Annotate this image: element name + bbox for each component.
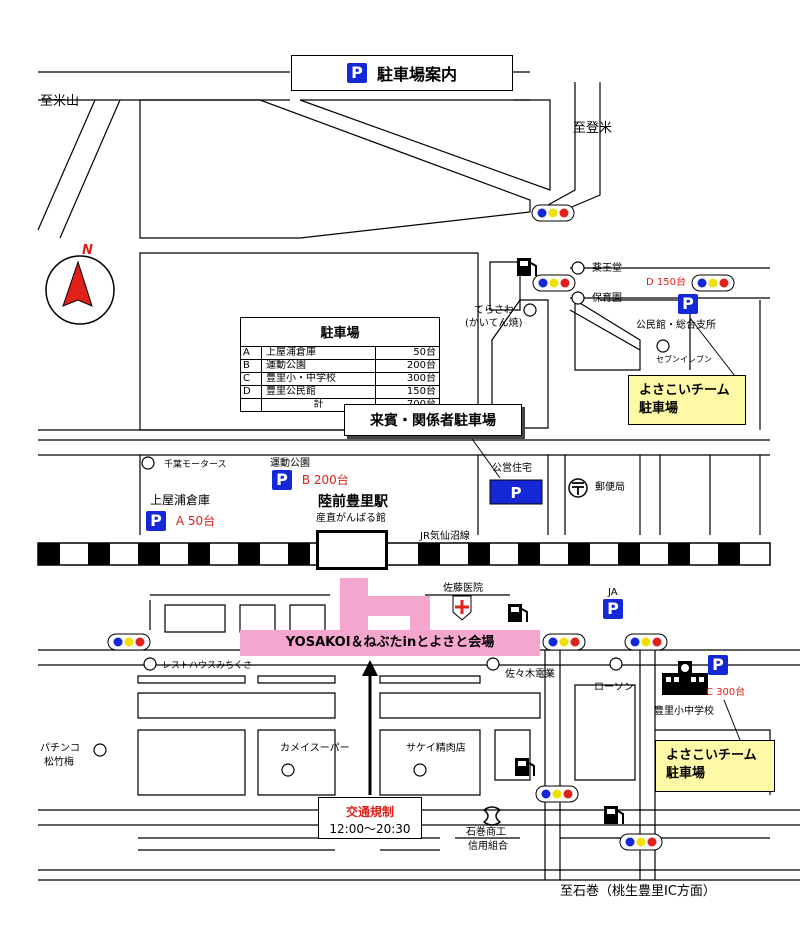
place-shokoshinyo: 石巻商工 xyxy=(466,827,506,838)
direction-yoneyama: 至米山 xyxy=(40,94,80,109)
parking-table-header: 駐車場 xyxy=(241,318,439,347)
block xyxy=(289,604,326,633)
parking-lot-b: P B 200台 xyxy=(272,470,349,490)
block xyxy=(574,684,636,781)
block xyxy=(164,604,226,633)
direction-ishinomaki: 至石巻（桃生豊里IC方面） xyxy=(560,884,716,899)
guest-parking-lot xyxy=(489,479,543,505)
guest-parking-label: 来賓・関係者駐車場 xyxy=(344,404,522,436)
gas-station-icon xyxy=(517,258,537,276)
credit-union-icon xyxy=(482,806,502,826)
venue-area xyxy=(240,578,540,656)
compass-icon xyxy=(45,255,115,325)
block xyxy=(137,729,246,796)
parking-icon: P xyxy=(146,511,166,531)
place-terasawa: てらさわ xyxy=(474,305,514,316)
place-yakuodo: 薬王堂 xyxy=(592,263,622,274)
parking-icon: P xyxy=(346,63,367,83)
place-rest-house: レストハウスみちくさ xyxy=(162,661,253,671)
place-terasawa-sub: (かいてん焼) xyxy=(465,318,523,329)
parking-summary-table: 駐車場 A 上屋浦倉庫 50台 B 運動公園 200台 C 豊里小・中学校 30… xyxy=(240,317,440,412)
place-chiba-motors: 千葉モータース xyxy=(164,460,227,470)
traffic-light-icon xyxy=(532,274,576,292)
traffic-arrow xyxy=(362,660,378,795)
block xyxy=(569,309,641,351)
block xyxy=(257,675,336,684)
block xyxy=(489,261,521,311)
parking-lot-c: P xyxy=(708,655,728,675)
traffic-light-icon xyxy=(624,633,668,651)
yosakoi-parking-north: よさこいチーム 駐車場 xyxy=(628,375,746,425)
place-ja: JA xyxy=(608,587,618,598)
table-row: D 豊里公民館 150台 xyxy=(241,386,439,399)
place-school: 豊里小中学校 xyxy=(654,706,714,717)
block xyxy=(379,692,541,719)
yosakoi-parking-south: よさこいチーム 駐車場 xyxy=(655,740,775,792)
block xyxy=(379,729,481,796)
railway-label: JR気仙沼線 xyxy=(420,531,470,542)
parking-icon: P xyxy=(603,599,623,619)
place-sakei: サケイ精肉店 xyxy=(406,743,466,754)
place-hoikuen: 保育園 xyxy=(592,293,622,304)
block xyxy=(494,729,531,781)
compass-north-label: N xyxy=(82,243,93,258)
block xyxy=(257,729,336,796)
block xyxy=(299,99,551,191)
place-shokoshinyo-sub: 信用組合 xyxy=(468,841,508,852)
place-kamei: カメイスーパー xyxy=(280,743,350,754)
place-post-office: 郵便局 xyxy=(595,482,625,493)
svg-text:P: P xyxy=(511,484,522,502)
block xyxy=(137,692,336,719)
gas-station-icon xyxy=(508,604,528,622)
school-icon xyxy=(662,661,708,695)
place-kominkan: 公民館・総合支所 xyxy=(636,320,716,331)
traffic-light-icon xyxy=(535,785,579,803)
block xyxy=(239,604,276,633)
block xyxy=(574,298,641,371)
place-sato-clinic: 佐藤医院 xyxy=(443,583,483,594)
parking-lot-b-name: 運動公園 xyxy=(270,458,310,469)
map-title-text: 駐車場案内 xyxy=(376,65,457,84)
landmark-marker-icon xyxy=(93,261,670,777)
parking-ja: P xyxy=(603,599,623,619)
table-row: B 運動公園 200台 xyxy=(241,360,439,373)
traffic-light-icon xyxy=(542,633,586,651)
table-row: A 上屋浦倉庫 50台 xyxy=(241,347,439,360)
gas-station-icon xyxy=(515,758,535,776)
place-pachinko: パチンコ xyxy=(40,743,80,754)
traffic-light-icon xyxy=(531,204,575,222)
station-building xyxy=(316,530,388,570)
parking-lot-d: P xyxy=(678,294,698,314)
table-row: C 豊里小・中学校 300台 xyxy=(241,373,439,386)
parking-icon: P xyxy=(272,470,292,490)
place-pachinko-sub: 松竹梅 xyxy=(44,757,74,768)
block xyxy=(137,675,246,684)
parking-icon: P xyxy=(678,294,698,314)
place-sasaki-denki: 佐々木電業 xyxy=(505,669,555,680)
direction-toyoma: 至登米 xyxy=(573,121,613,136)
traffic-light-icon xyxy=(691,274,735,292)
traffic-regulation-box: 交通規制 12:00～20:30 xyxy=(318,797,422,839)
place-lawson: ローソン xyxy=(594,682,634,693)
parking-lot-a: P A 50台 xyxy=(146,511,215,531)
parking-icon: P xyxy=(708,655,728,675)
place-koei-jutaku: 公営住宅 xyxy=(492,463,532,474)
station-name: 陸前豊里駅 xyxy=(318,494,388,510)
map-title: P 駐車場案内 xyxy=(291,55,513,91)
block xyxy=(139,99,531,239)
parking-lot-c-count: C 300台 xyxy=(706,687,746,698)
post-office-icon xyxy=(568,478,588,498)
clinic-icon xyxy=(452,595,472,621)
place-seven: セブンイレブン xyxy=(656,355,712,364)
block xyxy=(379,675,481,684)
gas-station-icon xyxy=(604,806,624,824)
station-sub: 産直がんばる館 xyxy=(316,513,386,524)
traffic-light-icon xyxy=(107,633,151,651)
traffic-light-icon xyxy=(619,833,663,851)
parking-lot-a-name: 上屋浦倉庫 xyxy=(150,493,211,507)
parking-lot-d-count: D 150台 xyxy=(646,277,686,288)
venue-label: YOSAKOI＆ねぶたinとよさと会場 xyxy=(285,635,495,650)
railway xyxy=(37,542,771,566)
